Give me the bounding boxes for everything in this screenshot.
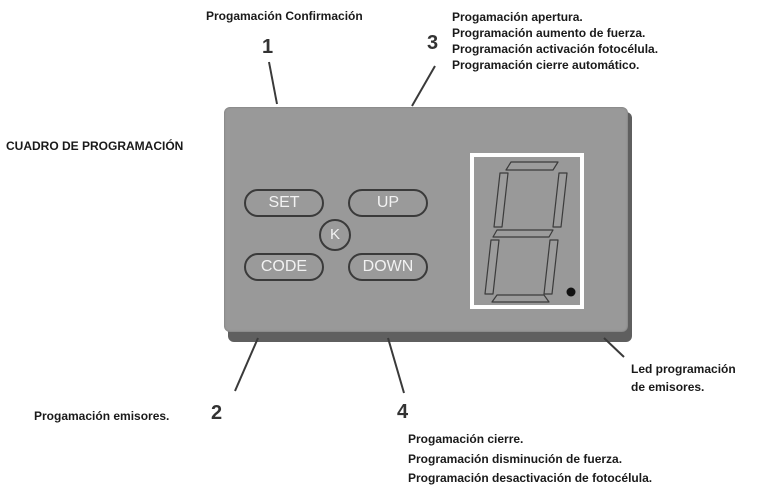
- led-dot: [566, 287, 576, 297]
- callout-number-4: 4: [397, 401, 409, 423]
- k-button[interactable]: K: [319, 219, 351, 251]
- set-button[interactable]: SET: [244, 189, 324, 217]
- label-programacion-emisores: Progamación emisores.: [34, 409, 170, 423]
- leader-line-2: [234, 337, 259, 392]
- label-list-4-item-1: Progamación cierre.: [408, 432, 524, 446]
- segment-bottom-left: [484, 239, 500, 295]
- display-segments: [484, 161, 568, 303]
- segment-top: [505, 161, 559, 171]
- callout-number-2: 2: [211, 402, 223, 424]
- label-list-3-item-4: Programación cierre automático.: [452, 58, 640, 72]
- callout-number-3: 3: [427, 32, 439, 54]
- leader-line-3: [411, 65, 436, 107]
- callout-number-1: 1: [262, 36, 274, 58]
- down-button[interactable]: DOWN: [348, 253, 428, 281]
- segment-top-right: [552, 172, 568, 228]
- label-list-4-item-2: Programación disminución de fuerza.: [408, 452, 623, 466]
- leader-line-led: [603, 337, 625, 358]
- label-list-3-item-3: Programación activación fotocélula.: [452, 42, 659, 56]
- segment-bottom-right: [543, 239, 559, 295]
- up-button[interactable]: UP: [348, 189, 428, 217]
- leader-line-4: [387, 337, 405, 394]
- label-programacion-confirmacion: Progamación Confirmación: [206, 9, 363, 23]
- panel-title: CUADRO DE PROGRAMACIÓN: [6, 139, 184, 153]
- label-list-3-item-2: Programación aumento de fuerza.: [452, 26, 646, 40]
- label-list-3-item-1: Progamación apertura.: [452, 10, 583, 24]
- leader-line-1: [268, 61, 278, 105]
- segment-bottom: [491, 294, 550, 303]
- segment-top-left: [493, 172, 509, 228]
- segment-middle: [492, 229, 554, 238]
- label-led-line-1: Led programación: [631, 362, 736, 376]
- label-led-line-2: de emisores.: [631, 380, 705, 394]
- code-button[interactable]: CODE: [244, 253, 324, 281]
- label-list-4-item-3: Programación desactivación de fotocélula…: [408, 471, 653, 485]
